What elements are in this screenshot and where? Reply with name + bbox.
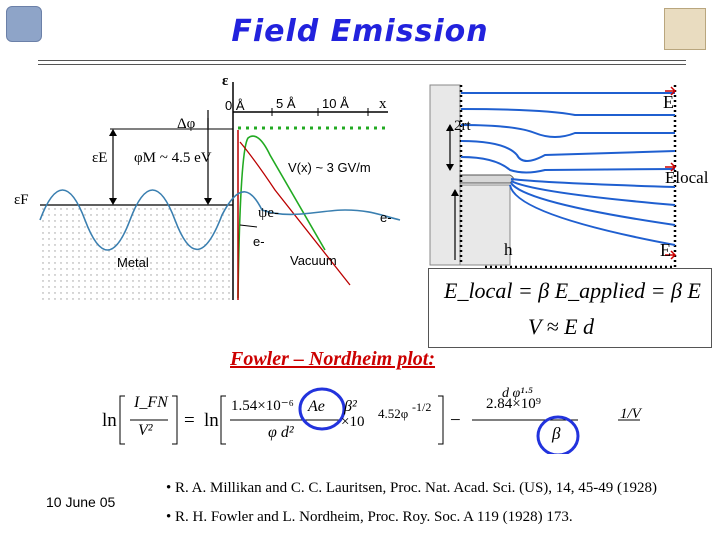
psi-label: ψe- — [258, 205, 280, 221]
slide-date: 10 June 05 — [46, 494, 116, 510]
voltage-equation: V ≈ E d — [528, 314, 595, 339]
equation-box — [428, 268, 712, 348]
h-label: h — [504, 240, 513, 259]
two-rt-label: 2rt — [454, 118, 471, 134]
barrier-curve — [237, 135, 326, 299]
fn-plot-heading: Fowler – Nordheim plot: — [230, 348, 436, 370]
tick-10-angstrom: 10 Å — [322, 96, 349, 111]
wave-function — [39, 189, 401, 251]
metal-region — [40, 205, 233, 300]
page-title: Field Emission — [231, 14, 489, 49]
fn-numerator-2: d φ¹·⁵ — [502, 386, 533, 401]
svg-text:ln: ln — [102, 410, 117, 431]
ae-highlight-circle — [298, 387, 346, 431]
tick-5-angstrom: 5 Å — [276, 96, 296, 111]
energy-diagram — [39, 82, 401, 300]
fn-exp-coef: ×10 — [341, 414, 365, 430]
fn-denominator-1: φ d² — [268, 424, 294, 441]
fn-beta: β — [552, 424, 561, 443]
eps-f-label: εF — [14, 192, 29, 208]
delta-phi-label: Δφ — [177, 116, 196, 132]
fn-coef-1: 1.54×10⁻⁶ — [231, 398, 294, 414]
svg-text:=: = — [184, 410, 195, 431]
fn-lhs-denominator: V² — [138, 422, 153, 439]
header-rule-2 — [38, 64, 686, 65]
fn-coef-2: 2.84×10⁹ — [486, 396, 541, 412]
fn-exp-power: -1/2 — [412, 400, 432, 414]
electron-label-right: e- — [380, 210, 392, 225]
field-lines — [460, 92, 676, 246]
phi-m-label: φM ~ 4.5 eV — [134, 150, 212, 166]
metal-label: Metal — [117, 255, 149, 270]
vacuum-label: Vacuum — [290, 253, 337, 268]
fn-beta-squared: β² — [344, 398, 357, 415]
header-rule — [38, 60, 686, 61]
eps-e-label: εE — [92, 150, 108, 166]
tick-0-angstrom: 0 Å — [225, 98, 245, 113]
reference-1: • R. A. Millikan and C. C. Lauritsen, Pr… — [166, 480, 658, 496]
local-field-equation: E_local = β E_applied = β E — [444, 278, 701, 303]
e-vector-top: E — [663, 92, 674, 112]
vector-arrows — [665, 86, 677, 260]
institute-logo — [664, 8, 706, 50]
x-axis-label: x — [379, 96, 387, 112]
fn-lhs-numerator: I_FN — [134, 394, 168, 411]
fn-ae: Ae — [308, 398, 325, 415]
potential-curve — [239, 141, 351, 286]
svg-text:ln: ln — [204, 410, 219, 431]
cern-logo — [6, 6, 42, 42]
fn-equation-svg: ln = ln − — [102, 387, 640, 457]
fn-exp-val: 4.52φ — [378, 406, 409, 421]
reference-2: • R. H. Fowler and L. Nordheim, Proc. Ro… — [166, 509, 573, 525]
fn-one-over-v: 1/V — [620, 406, 641, 422]
fn-equation: ln = ln − I_FN V² 1.54×10⁻⁶ Ae β² ×10 4.… — [100, 384, 660, 457]
field-value-label: V(x) ~ 3 GV/m — [288, 160, 371, 175]
svg-text:−: − — [450, 410, 461, 431]
e-local-label: Elocal — [665, 168, 709, 187]
electron-label-left: e- — [253, 234, 265, 249]
field-line-diagram — [429, 84, 677, 269]
e-vector-bottom: E — [660, 240, 671, 260]
epsilon-label: ε — [222, 73, 229, 89]
